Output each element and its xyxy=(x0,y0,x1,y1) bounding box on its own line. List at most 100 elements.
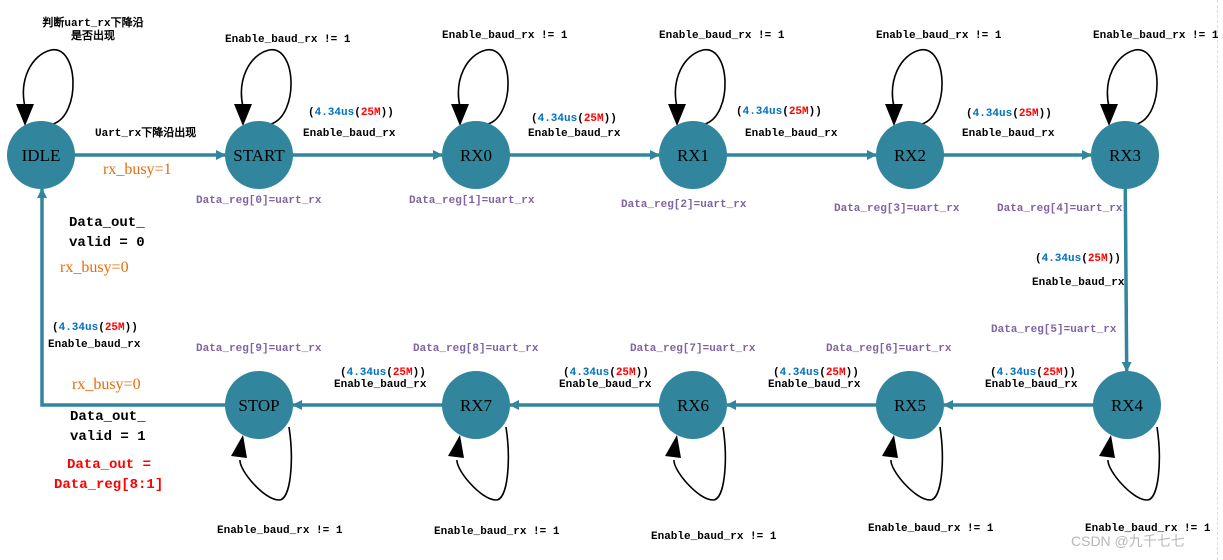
clock-value: 25M xyxy=(825,367,846,379)
self-loop-arrowhead-start xyxy=(234,104,252,126)
state-circle xyxy=(225,371,293,439)
state-circle xyxy=(659,121,727,189)
data-out-line2: Data_reg[8:1] xyxy=(54,477,164,493)
self-loop-stop xyxy=(239,426,293,501)
state-node-rx0: RX0 xyxy=(442,121,510,189)
self-loop-rx2 xyxy=(891,49,943,125)
paren-close: )) xyxy=(635,367,649,379)
paren-open-2: ( xyxy=(609,367,616,379)
paren-open: ( xyxy=(340,367,347,379)
paren-close: )) xyxy=(124,322,138,334)
state-node-rx1: RX1 xyxy=(659,121,727,189)
condition-rx5-rx6: Enable_baud_rx xyxy=(768,379,861,391)
self-loop-arrowhead-rx6 xyxy=(665,435,681,458)
edge-stop-idle xyxy=(37,188,226,407)
self-loop-rx4 xyxy=(1107,426,1161,501)
paren-open-2: ( xyxy=(782,106,789,118)
paren-close: )) xyxy=(808,106,822,118)
paren-open-2: ( xyxy=(1081,253,1088,265)
timing-rx4-rx5: (4.34us(25M)) xyxy=(990,367,1076,380)
paren-close: )) xyxy=(1038,108,1052,120)
assign-label-2: Data_reg[2]=uart_rx xyxy=(621,199,747,211)
condition-rx1-rx2: Enable_baud_rx xyxy=(745,128,838,140)
busy0-lower: rx_busy=0 xyxy=(72,376,141,393)
self-loop-label-rx2: Enable_baud_rx != 1 xyxy=(876,30,1002,42)
watermark: CSDN @九千七七 xyxy=(1071,533,1185,549)
self-loop-label-rx6: Enable_baud_rx != 1 xyxy=(651,531,777,543)
self-loop-rx3 xyxy=(1106,49,1158,125)
self-loop-arrowhead-rx2 xyxy=(885,104,903,126)
timing-rx5-rx6: (4.34us(25M)) xyxy=(773,367,859,380)
paren-close: )) xyxy=(380,107,394,119)
paren-open: ( xyxy=(52,322,59,334)
self-loop-idle xyxy=(22,49,74,125)
timing-rx2-rx3: (4.34us(25M)) xyxy=(966,108,1052,121)
state-circle xyxy=(442,371,510,439)
state-circle xyxy=(7,121,75,189)
valid0-line2: valid = 0 xyxy=(69,235,145,251)
time-value: 4.34us xyxy=(537,113,578,125)
self-loop-rx6 xyxy=(673,426,727,501)
valid0-line1: Data_out_ xyxy=(69,215,145,231)
paren-open-2: ( xyxy=(577,113,584,125)
timing-rx7-stop: (4.34us(25M)) xyxy=(340,367,426,380)
state-node-rx7: RX7 xyxy=(442,371,510,439)
paren-open: ( xyxy=(1035,253,1042,265)
assign-label-5: Data_reg[5]=uart_rx xyxy=(991,324,1117,336)
assign-label-6: Data_reg[6]=uart_rx xyxy=(826,343,952,355)
self-loop-arrowhead-rx1 xyxy=(668,104,686,126)
condition-rx0-rx1: Enable_baud_rx xyxy=(528,128,621,140)
idle-loop-label: 判断uart_rx下降沿 是否出现 xyxy=(42,18,143,44)
condition-rx4-rx5: Enable_baud_rx xyxy=(985,379,1078,391)
state-label: RX3 xyxy=(1109,146,1141,165)
assign-label-7: Data_reg[7]=uart_rx xyxy=(630,343,756,355)
paren-open-2: ( xyxy=(819,367,826,379)
time-value: 4.34us xyxy=(1041,253,1082,265)
state-label: RX2 xyxy=(894,146,926,165)
paren-close: )) xyxy=(1062,367,1076,379)
self-loop-arrowhead-rx5 xyxy=(882,435,898,458)
timing-rx3-rx4: (4.34us(25M)) xyxy=(1035,253,1121,266)
state-node-rx3: RX3 xyxy=(1091,121,1159,189)
timing-rx0-rx1: (4.34us(25M)) xyxy=(531,113,617,126)
timing-stop-idle: (4.34us(25M)) xyxy=(52,322,138,335)
idle-loop-line2: 是否出现 xyxy=(71,31,115,43)
busy0-upper: rx_busy=0 xyxy=(60,259,129,276)
self-loop-rx7 xyxy=(456,426,510,501)
idle-start-busy: rx_busy=1 xyxy=(103,161,172,178)
time-value: 4.34us xyxy=(742,106,783,118)
clock-value: 25M xyxy=(392,367,413,379)
paren-open-2: ( xyxy=(98,322,105,334)
time-value: 4.34us xyxy=(346,367,387,379)
data-out-line1: Data_out = xyxy=(67,457,152,473)
state-circle xyxy=(659,371,727,439)
paren-open: ( xyxy=(308,107,315,119)
state-circle xyxy=(442,121,510,189)
page-edge-divider xyxy=(1217,0,1218,560)
state-node-rx4: RX4 xyxy=(1093,371,1161,439)
paren-open: ( xyxy=(736,106,743,118)
assign-label-1: Data_reg[1]=uart_rx xyxy=(409,195,535,207)
paren-open-2: ( xyxy=(386,367,393,379)
self-loop-label-rx3: Enable_baud_rx != 1 xyxy=(1093,30,1219,42)
timing-rx1-rx2: (4.34us(25M)) xyxy=(736,106,822,119)
state-label: START xyxy=(233,146,285,165)
state-label: RX4 xyxy=(1111,396,1144,415)
time-value: 4.34us xyxy=(779,367,820,379)
state-node-rx2: RX2 xyxy=(876,121,944,189)
self-loop-label-stop: Enable_baud_rx != 1 xyxy=(217,525,343,537)
self-loop-arrowhead-rx0 xyxy=(451,104,469,126)
state-label: STOP xyxy=(238,396,279,415)
self-loop-label-rx5: Enable_baud_rx != 1 xyxy=(868,523,994,535)
valid1-line1: Data_out_ xyxy=(70,409,146,425)
state-node-rx5: RX5 xyxy=(876,371,944,439)
self-loop-arrowhead-rx3 xyxy=(1100,104,1118,126)
state-node-start: START xyxy=(225,121,293,189)
state-node-rx6: RX6 xyxy=(659,371,727,439)
state-label: IDLE xyxy=(22,146,61,165)
condition-rx7-stop: Enable_baud_rx xyxy=(334,379,427,391)
idle-start-condition: Uart_rx下降沿出现 xyxy=(95,128,197,140)
paren-open: ( xyxy=(990,367,997,379)
state-node-stop: STOP xyxy=(225,371,293,439)
